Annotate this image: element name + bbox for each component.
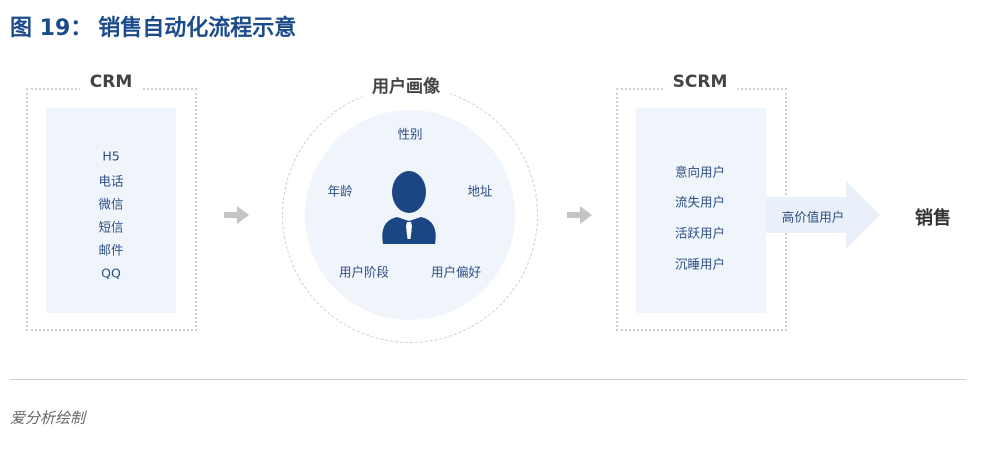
crm-label: CRM <box>79 72 143 92</box>
arrow-right-icon <box>224 206 249 224</box>
attribute-age: 年龄 <box>327 183 353 199</box>
crm-item: H5 <box>102 148 120 164</box>
arrow-right-icon <box>567 206 592 224</box>
crm-item: 电话 <box>98 173 124 189</box>
attribute-gender: 性别 <box>397 126 423 142</box>
scrm-label: SCRM <box>662 72 738 92</box>
attribute-address: 地址 <box>467 183 493 199</box>
crm-item: QQ <box>101 265 121 281</box>
crm-item: 微信 <box>98 196 124 212</box>
profile-inner-circle <box>305 110 515 320</box>
user-avatar-icon <box>382 171 436 244</box>
high-value-users-label: 高价值用户 <box>781 209 845 225</box>
figure-title: 图 19：销售自动化流程示意 <box>10 10 296 42</box>
profile-label: 用户画像 <box>362 72 450 97</box>
crm-panel <box>46 108 176 313</box>
figure-number: 图 19： <box>10 16 93 41</box>
scrm-panel <box>636 108 766 313</box>
big-arrow-shape <box>766 181 880 249</box>
scrm-item: 流失用户 <box>674 194 726 210</box>
scrm-item: 活跃用户 <box>674 225 726 241</box>
scrm-item: 意向用户 <box>674 164 726 180</box>
crm-item: 邮件 <box>98 242 124 258</box>
figure-title-text: 销售自动化流程示意 <box>98 16 297 41</box>
attribute-stage: 用户阶段 <box>338 264 390 280</box>
crm-item: 短信 <box>98 219 124 235</box>
scrm-item: 沉睡用户 <box>674 256 726 272</box>
divider <box>10 379 966 380</box>
source-note: 爱分析绘制 <box>10 409 86 427</box>
sales-label: 销售 <box>915 208 951 229</box>
attribute-preference: 用户偏好 <box>430 264 482 280</box>
